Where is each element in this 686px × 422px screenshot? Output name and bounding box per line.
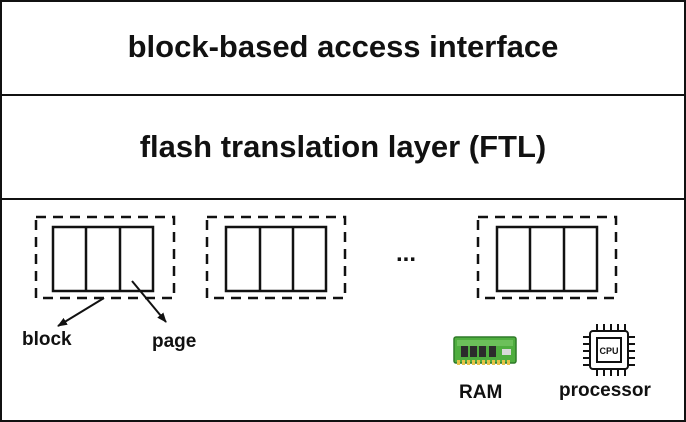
block-body: [224, 225, 328, 293]
cpu-chip-text: CPU: [599, 346, 618, 356]
block-pointer-arrow: [57, 297, 105, 327]
page-pointer-arrow: [131, 280, 167, 323]
block-dashed-outline: [205, 215, 347, 300]
block-body: [51, 225, 155, 293]
block-label: block: [22, 329, 72, 350]
block-dashed-outline: [34, 215, 176, 300]
flash-block-n: [476, 215, 618, 300]
cpu-icon: CPU: [583, 324, 635, 376]
flash-block-2: [205, 215, 347, 300]
access-interface-label: block-based access interface: [127, 29, 559, 64]
page-label: page: [152, 331, 197, 352]
block-dashed-outline: [476, 215, 618, 300]
block-body: [495, 225, 599, 293]
ftl-label: flash translation layer (FTL): [139, 129, 547, 164]
processor-label: processor: [559, 380, 651, 401]
ram-label: RAM: [459, 382, 503, 403]
ram-icon: [453, 336, 517, 365]
access-interface-layer: block-based access interface: [0, 0, 686, 96]
ftl-layer: flash translation layer (FTL): [0, 96, 686, 200]
ellipsis: ...: [396, 240, 417, 267]
flash-block-1: [34, 215, 176, 300]
